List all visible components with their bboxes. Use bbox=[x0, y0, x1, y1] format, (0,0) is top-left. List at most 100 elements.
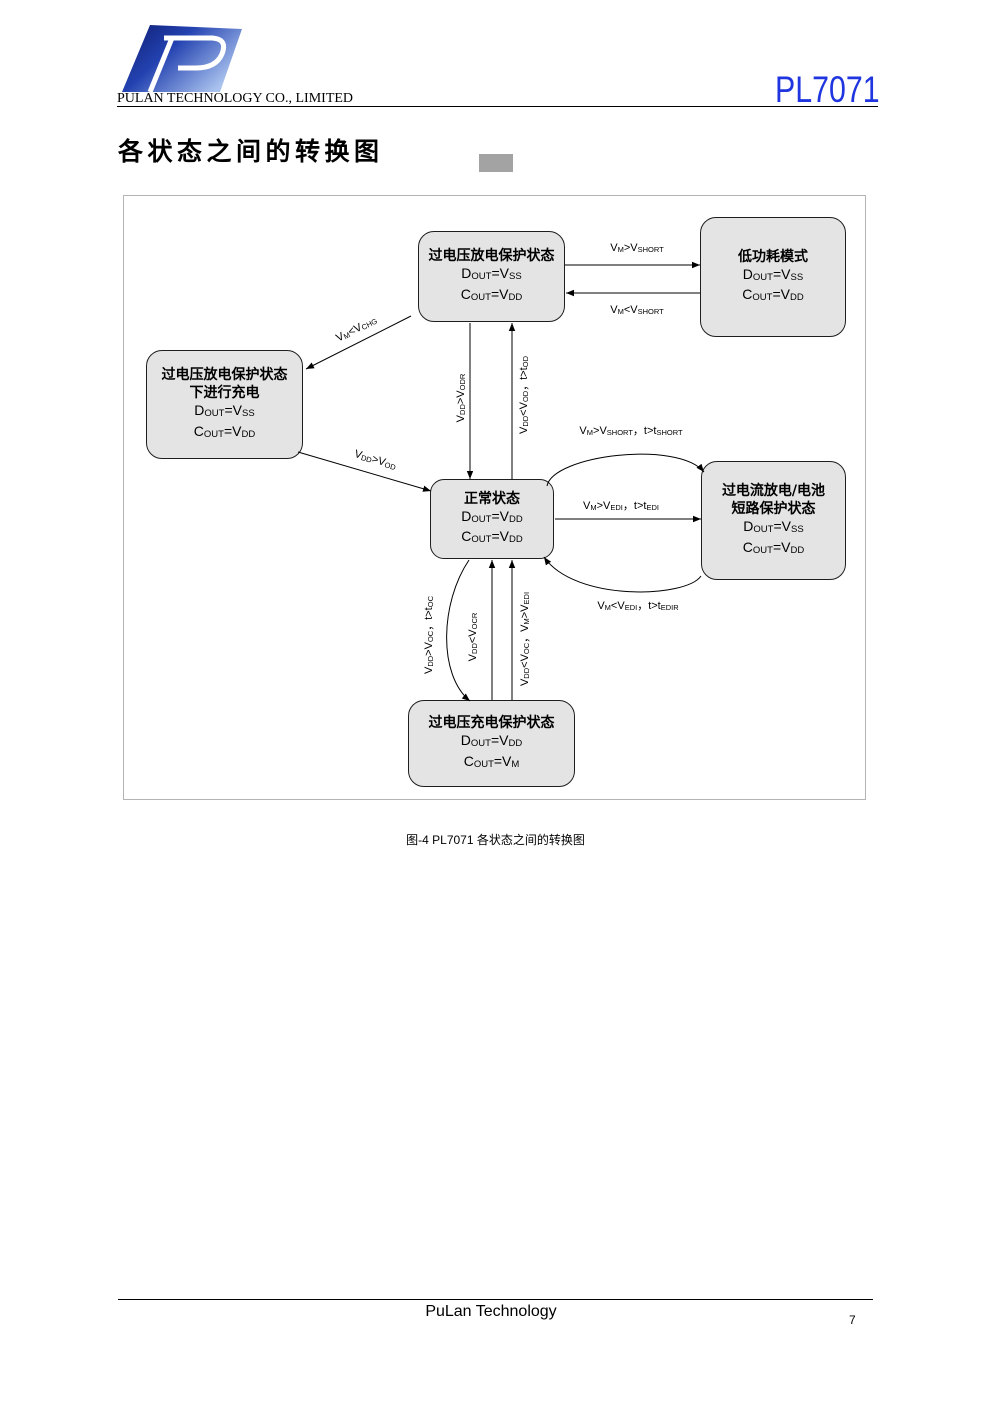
part-number: PL7071 bbox=[775, 69, 880, 110]
state-dout-formula: DOUT=VSS bbox=[743, 266, 803, 287]
subscript-text: M bbox=[511, 758, 520, 770]
subscript-text: DD bbox=[521, 415, 530, 427]
formula-text: V bbox=[597, 600, 605, 612]
subscript-text: DD bbox=[508, 534, 523, 545]
transition-label-overcharge-release-edi: VDD<VOC，VM>VEDI bbox=[519, 592, 533, 686]
state-title-line-2: 短路保护状态 bbox=[731, 501, 816, 517]
formula-text: <V bbox=[519, 654, 531, 668]
subscript-text: OUT bbox=[471, 271, 492, 282]
formula-text: V bbox=[583, 500, 591, 512]
state-title-line-2: 下进行充电 bbox=[189, 385, 260, 401]
formula-text: V bbox=[455, 414, 467, 423]
formula-text: =V bbox=[491, 528, 509, 544]
subscript-text: OUT bbox=[752, 544, 773, 556]
formula-text: C bbox=[463, 752, 474, 769]
transition-label-discharge-detect: VDD<VOD，t>tOD bbox=[518, 356, 532, 434]
subscript-text: OUT bbox=[470, 291, 491, 303]
formula-text: D bbox=[194, 402, 205, 418]
transition-label-overcurrent-release: VM<VEDI，t>tEDIR bbox=[597, 600, 678, 614]
formula-text: >V bbox=[596, 500, 611, 512]
logo-p-stem bbox=[147, 37, 175, 93]
formula-text: V bbox=[519, 678, 531, 687]
formula-text: ，t>t bbox=[622, 500, 647, 512]
subscript-text: M bbox=[590, 503, 597, 512]
formula-text: <V bbox=[610, 600, 625, 612]
formula-text: =V bbox=[772, 265, 791, 282]
subscript-text: OUT bbox=[471, 513, 492, 525]
header-divider bbox=[117, 106, 878, 107]
state-box-low-power-mode: 低功耗模式 DOUT=VSS COUT=VDD bbox=[700, 217, 846, 337]
subscript-text: DD bbox=[470, 643, 479, 654]
formula-text: C bbox=[460, 285, 471, 302]
subscript-text: OUT bbox=[473, 758, 494, 770]
formula-text: >V bbox=[623, 242, 638, 254]
state-dout-formula: DOUT=VDD bbox=[461, 508, 522, 529]
subscript-text: DD bbox=[508, 291, 523, 303]
transition-label-short-detect: VM>VSHORT，t>tSHORT bbox=[579, 425, 682, 439]
formula-text: C bbox=[742, 286, 753, 302]
subscript-text: OUT bbox=[753, 524, 774, 535]
state-cout-formula: COUT=VDD bbox=[461, 528, 522, 549]
subscript-text: OCR bbox=[470, 612, 479, 630]
gray-placeholder-block bbox=[479, 154, 513, 172]
formula-text: V bbox=[610, 242, 618, 254]
formula-text: =V bbox=[491, 265, 509, 281]
formula-text: V bbox=[579, 425, 587, 437]
subscript-text: OUT bbox=[752, 271, 773, 283]
state-box-charging-in-discharge-protection: 过电压放电保护状态 下进行充电 DOUT=VSS COUT=VDD bbox=[146, 350, 303, 459]
subscript-text: DD bbox=[241, 428, 256, 440]
formula-text: =V bbox=[490, 285, 509, 302]
subscript-text: SHORT bbox=[656, 428, 683, 437]
state-cout-formula: COUT=VDD bbox=[194, 423, 255, 444]
transition-label-overcurrent-detect: VM>VEDI，t>tEDI bbox=[583, 500, 659, 514]
pulan-logo-icon bbox=[122, 25, 242, 93]
transition-label-overcharge-detect: VDD>VOC，t>tOC bbox=[423, 596, 437, 674]
state-title-line-1: 过电流放电/电池 bbox=[721, 483, 826, 499]
formula-text: C bbox=[193, 422, 204, 439]
state-cout-formula: COUT=VM bbox=[464, 753, 520, 774]
section-title: 各状态之间的转换图 bbox=[118, 137, 384, 166]
state-box-normal: 正常状态 DOUT=VDD COUT=VDD bbox=[430, 479, 554, 559]
subscript-text: EDI bbox=[646, 503, 659, 512]
formula-text: >V bbox=[455, 390, 467, 405]
formula-text: V bbox=[610, 304, 618, 316]
state-cout-formula: COUT=VDD bbox=[461, 286, 522, 307]
formula-text: =V bbox=[493, 752, 512, 769]
subscript-text: EDI bbox=[522, 591, 531, 605]
state-cout-formula: COUT=VDD bbox=[743, 539, 804, 560]
subscript-text: DD bbox=[458, 404, 467, 415]
transition-label-overcharge-release-ocr: VDD<VOCR bbox=[467, 613, 481, 662]
subscript-text: DD bbox=[508, 738, 523, 749]
subscript-text: DD bbox=[508, 513, 523, 525]
footer-company: PuLan Technology bbox=[425, 1303, 557, 1320]
subscript-text: ODR bbox=[458, 373, 467, 391]
state-box-discharge-protection: 过电压放电保护状态 DOUT=VSS COUT=VDD bbox=[418, 231, 565, 322]
company-name: PULAN TECHNOLOGY CO., LIMITED bbox=[117, 91, 354, 106]
state-title-line-1: 过电压放电保护状态 bbox=[161, 367, 288, 383]
figure-caption: 图-4 PL7071 各状态之间的转换图 bbox=[406, 833, 585, 847]
state-dout-formula: DOUT=VDD bbox=[461, 732, 522, 753]
subscript-text: OD bbox=[521, 390, 530, 403]
subscript-text: SS bbox=[242, 408, 255, 419]
subscript-text: OD bbox=[521, 356, 530, 368]
state-dout-formula: DOUT=VSS bbox=[194, 402, 254, 423]
formula-text: D bbox=[743, 518, 754, 534]
formula-text: ，t>t bbox=[637, 600, 661, 612]
formula-text: <V bbox=[467, 629, 479, 644]
formula-text: >V bbox=[593, 425, 607, 437]
subscript-text: M bbox=[586, 428, 594, 437]
subscript-text: M bbox=[522, 618, 531, 625]
logo-p-bowl bbox=[164, 35, 227, 71]
subscript-text: OUT bbox=[203, 428, 224, 440]
subscript-text: OUT bbox=[204, 408, 225, 419]
formula-text: V bbox=[518, 426, 530, 434]
subscript-text: M bbox=[617, 307, 624, 316]
subscript-text: DD bbox=[522, 667, 531, 679]
formula-text: D bbox=[461, 265, 472, 281]
subscript-text: OUT bbox=[471, 534, 492, 545]
state-cout-formula: COUT=VDD bbox=[742, 286, 803, 307]
transition-label-to-low-power: VM>VSHORT bbox=[610, 242, 663, 256]
transition-label-from-low-power: VM<VSHORT bbox=[610, 304, 663, 318]
subscript-text: EDIR bbox=[660, 603, 679, 612]
subscript-text: DD bbox=[789, 292, 804, 303]
